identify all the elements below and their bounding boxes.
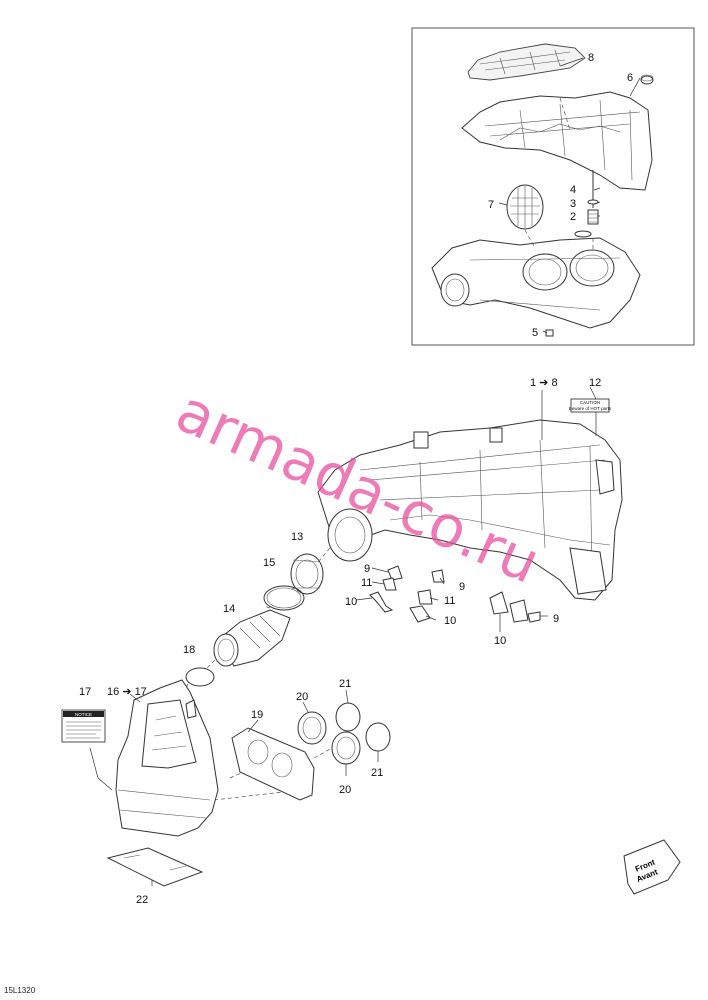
- callout-10-a: 10: [345, 596, 357, 608]
- part-7-filter-disc: [506, 184, 544, 230]
- callout-13: 13: [291, 531, 303, 543]
- callout-5: 5: [532, 327, 538, 339]
- callout-9-a: 9: [364, 563, 370, 575]
- part-13-sleeve: [290, 553, 324, 595]
- detail-inset-frame: [411, 27, 695, 346]
- caution-label-title: CAUTION: [580, 400, 600, 405]
- callout-11-b: 11: [444, 595, 455, 607]
- part-8-cover: [467, 43, 586, 81]
- notice-label-sticker: NOTICE: [61, 709, 106, 743]
- callout-4: 4: [570, 184, 576, 196]
- callout-8: 8: [588, 52, 594, 64]
- main-leader-lines: [541, 386, 597, 440]
- figure-id: 15L1320: [4, 986, 36, 995]
- part-21-clamps: [335, 689, 391, 762]
- caution-label-sticker: CAUTION Beware of HOT parts: [569, 398, 612, 413]
- callout-6: 6: [627, 72, 633, 84]
- clip-leader-lines: [355, 567, 548, 632]
- callout-20-b: 20: [339, 784, 351, 796]
- part-19-plate: [231, 719, 315, 801]
- callout-14: 14: [223, 603, 235, 615]
- part-14-intake-tube: [213, 609, 291, 667]
- notice-label-title: NOTICE: [75, 712, 92, 717]
- callout-18: 18: [183, 644, 195, 656]
- inset-airbox-lower: [431, 237, 641, 329]
- callout-3: 3: [570, 198, 576, 210]
- callout-10-c: 10: [494, 635, 506, 647]
- callout-19: 19: [251, 709, 263, 721]
- callout-11-a: 11: [361, 577, 372, 589]
- callout-1-to-8: 1 ➔ 8: [530, 377, 558, 389]
- callout-7: 7: [488, 199, 494, 211]
- part-15-clamp: [263, 585, 305, 611]
- callout-labels: 8 6 7 4 3 2 5 1 ➔ 8 12 13 15 14 9 11 10 …: [79, 52, 633, 906]
- callout-20-a: 20: [296, 691, 308, 703]
- part-20-sleeves: [297, 701, 361, 776]
- callout-15: 15: [263, 557, 275, 569]
- callout-21-b: 21: [371, 767, 383, 779]
- callout-17: 17: [79, 686, 91, 698]
- callout-9-b: 9: [459, 581, 465, 593]
- callout-21-a: 21: [339, 678, 351, 690]
- front-direction-badge: Front Avant: [623, 839, 681, 895]
- parts-2-3-4-fastener-stack: [574, 170, 599, 238]
- part-6-grommet: [640, 74, 654, 85]
- callout-12: 12: [589, 377, 601, 389]
- main-airbox-assembly: [317, 419, 623, 601]
- part-22-foam-sheet: [106, 847, 204, 887]
- callout-16-to-17: 16 ➔ 17: [107, 686, 147, 698]
- callout-2: 2: [570, 211, 576, 223]
- inset-airbox-upper: [461, 91, 653, 191]
- callout-9-c: 9: [553, 613, 559, 625]
- part-16-17-lower-airbox: [115, 679, 219, 837]
- part-18-ring: [185, 667, 215, 687]
- callout-10-b: 10: [444, 615, 456, 627]
- caution-label-line: Beware of HOT parts: [569, 406, 612, 411]
- inset-leader-lines: [498, 57, 641, 334]
- part-5-nut: [545, 329, 554, 337]
- callout-22: 22: [136, 894, 148, 906]
- parts-9-10-11-clips: [369, 565, 541, 623]
